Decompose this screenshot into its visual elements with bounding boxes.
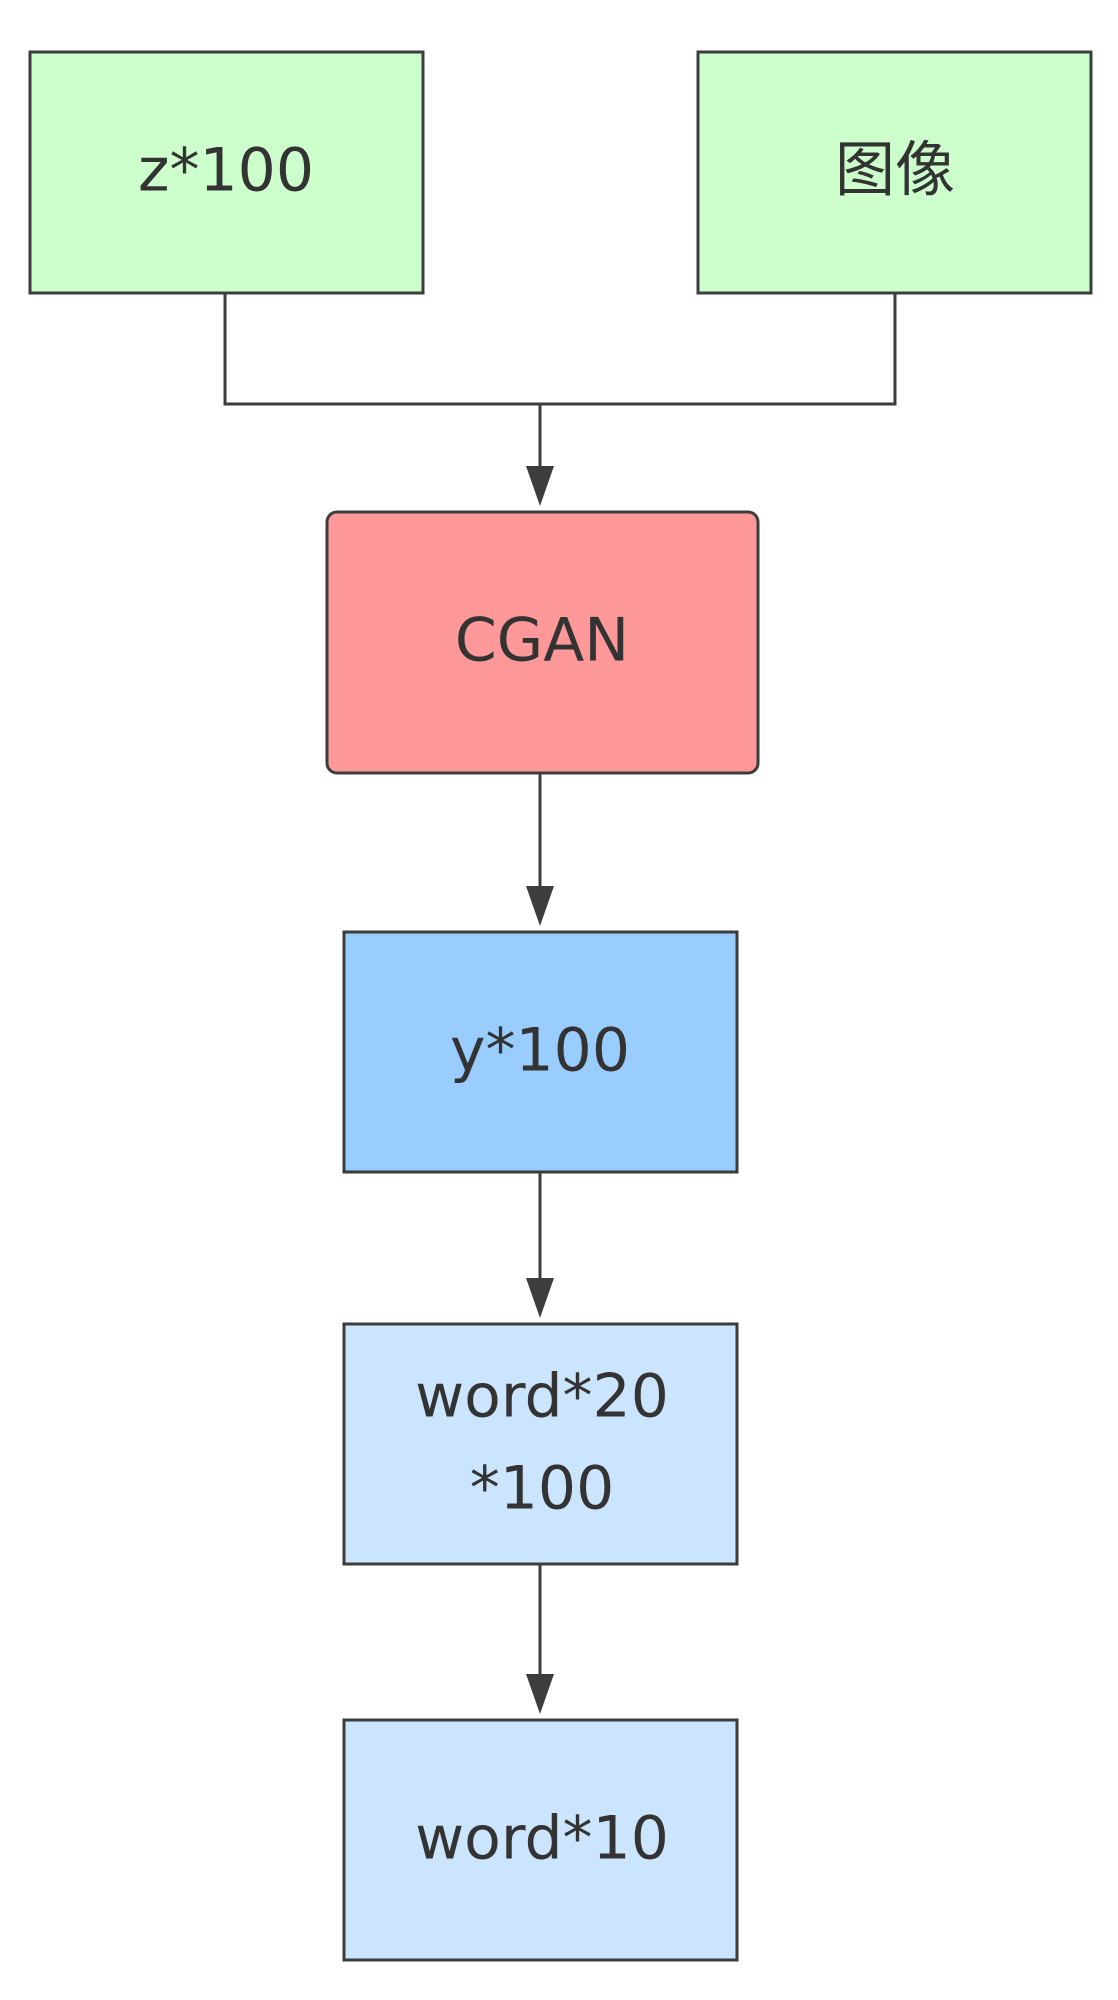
node-z: z*100 xyxy=(28,50,425,295)
node-image-label: 图像 xyxy=(835,136,955,206)
node-word10-box xyxy=(342,1718,739,1962)
node-word10: word*10 xyxy=(342,1718,739,1962)
arrowhead-cgan xyxy=(526,466,554,506)
node-z-box xyxy=(28,50,425,295)
edge-z-to-cgan xyxy=(223,293,540,406)
arrowhead-word10 xyxy=(526,1674,554,1714)
node-word20-box xyxy=(342,1322,739,1566)
node-y-label: y*100 xyxy=(450,1016,630,1086)
node-word20-label-line2: *100 xyxy=(470,1454,615,1524)
node-image: 图像 xyxy=(696,50,1093,295)
node-word10-label: word*10 xyxy=(415,1804,669,1874)
edges xyxy=(223,293,897,1714)
node-z-label: z*100 xyxy=(138,136,314,206)
node-cgan-box xyxy=(325,510,760,775)
node-word20: word*20 *100 xyxy=(342,1322,739,1566)
node-y: y*100 xyxy=(342,930,739,1174)
node-cgan: CGAN xyxy=(325,510,760,775)
edge-image-to-cgan xyxy=(540,293,897,406)
node-cgan-label: CGAN xyxy=(455,606,629,676)
arrowhead-y xyxy=(526,886,554,926)
node-word20-label-line1: word*20 xyxy=(415,1362,669,1432)
node-y-box xyxy=(342,930,739,1174)
node-image-box xyxy=(696,50,1093,295)
arrowhead-word20 xyxy=(526,1278,554,1318)
